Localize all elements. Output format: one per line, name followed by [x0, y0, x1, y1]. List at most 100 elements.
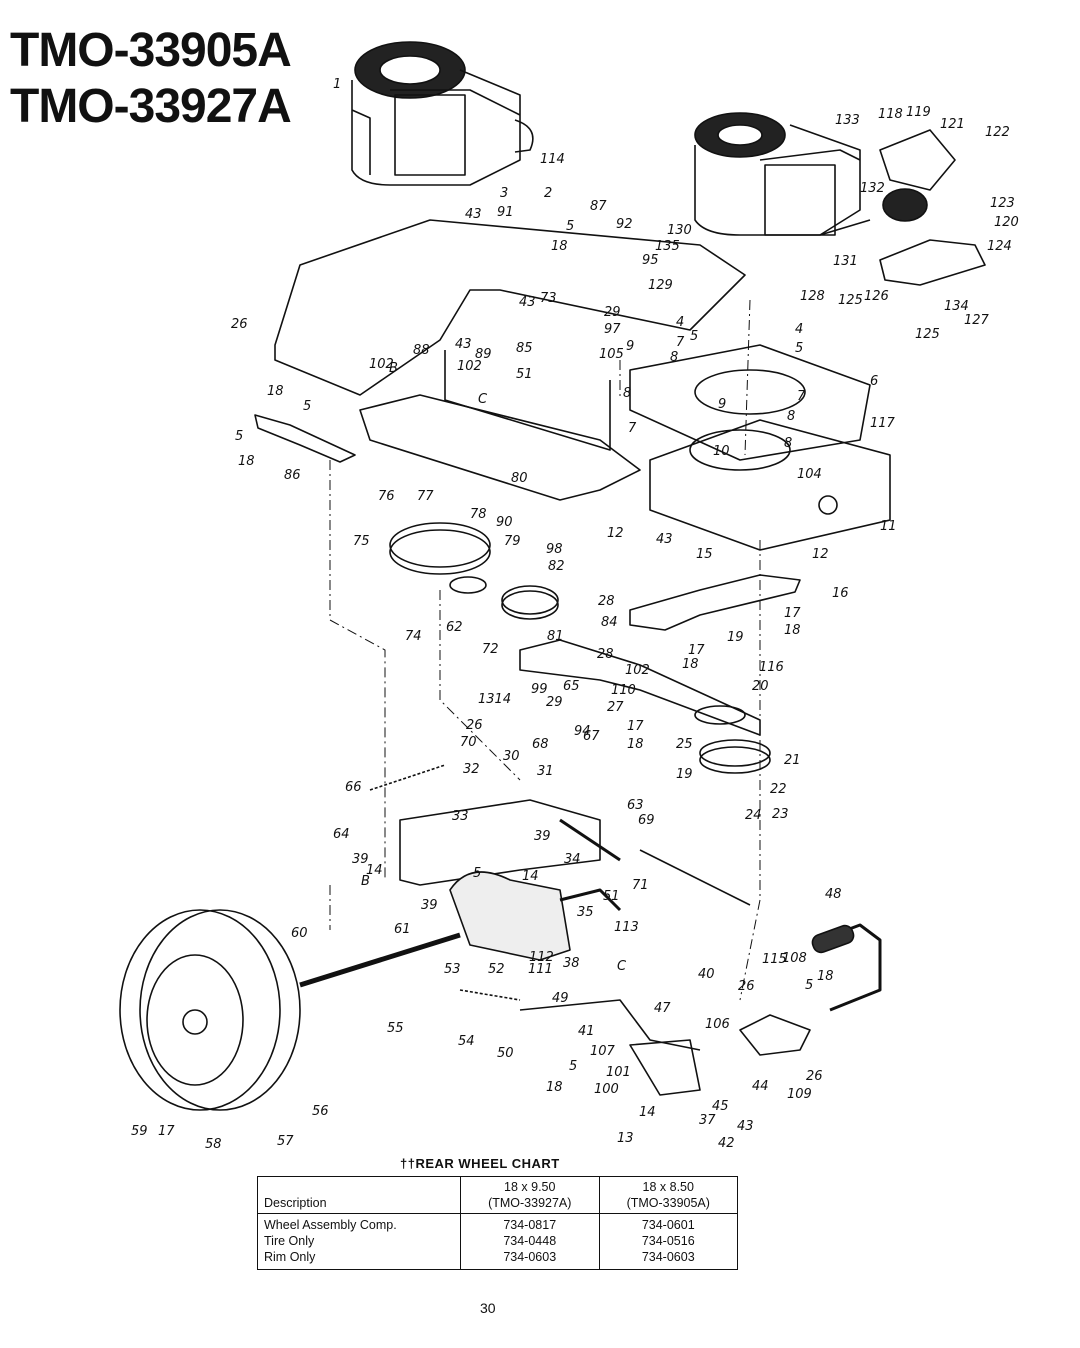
part-callout-81: 81: [547, 629, 564, 644]
engine-left: [351, 41, 534, 186]
part-callout-87: 87: [590, 199, 607, 214]
part-callout-95: 95: [642, 253, 659, 268]
blade: [254, 414, 356, 463]
part-callout-17: 17: [784, 606, 801, 621]
row-col2: 734-0516: [598, 1233, 738, 1249]
table-row: Rim Only 734-0603 734-0603: [257, 1249, 738, 1270]
row-col2: 734-0603: [598, 1249, 738, 1270]
engine-right: [694, 112, 861, 236]
part-callout-C: C: [478, 392, 488, 407]
table-header-row: Description 18 x 9.50 (TMO-33927A) 18 x …: [257, 1176, 738, 1214]
part-callout-18: 18: [817, 969, 834, 984]
part-callout-111: 111: [528, 962, 553, 977]
spring-54: [459, 989, 521, 1001]
part-callout-26: 26: [806, 1069, 823, 1084]
part-callout-63: 63: [627, 798, 644, 813]
part-callout-2: 2: [544, 186, 552, 201]
part-callout-73: 73: [540, 291, 557, 306]
part-callout-92: 92: [616, 217, 633, 232]
part-callout-121: 121: [940, 117, 965, 132]
part-callout-34: 34: [564, 852, 581, 867]
part-callout-18: 18: [682, 657, 699, 672]
part-callout-15: 15: [696, 547, 713, 562]
part-callout-135: 135: [655, 239, 680, 254]
part-callout-4: 4: [795, 322, 803, 337]
part-callout-12: 12: [812, 547, 829, 562]
part-callout-89: 89: [475, 347, 492, 362]
part-callout-51: 51: [516, 367, 533, 382]
part-callout-68: 68: [532, 737, 549, 752]
part-callout-6: 6: [870, 374, 878, 389]
part-callout-8: 8: [784, 436, 792, 451]
part-callout-59: 59: [131, 1124, 148, 1139]
transmission-bracket: [399, 799, 601, 886]
part-callout-112: 112: [529, 950, 554, 965]
part-callout-18: 18: [784, 623, 801, 638]
part-callout-7: 7: [628, 421, 637, 436]
part-callout-5: 5: [473, 866, 481, 881]
part-callout-128: 128: [800, 289, 825, 304]
table-row: Wheel Assembly Comp. 734-0817 734-0601: [257, 1213, 738, 1233]
part-callout-13: 13: [617, 1131, 634, 1146]
part-callout-17: 17: [688, 643, 705, 658]
row-description: Tire Only: [257, 1233, 461, 1249]
part-callout-18: 18: [551, 239, 568, 254]
part-callout-109: 109: [787, 1087, 812, 1102]
part-callout-55: 55: [387, 1021, 404, 1036]
part-callout-72: 72: [482, 642, 499, 657]
part-callout-76: 76: [378, 489, 395, 504]
row-description: Wheel Assembly Comp.: [257, 1213, 461, 1233]
cable-71: [639, 849, 751, 906]
shift-bracket: [629, 1039, 701, 1096]
shift-rod: [519, 999, 701, 1051]
part-callout-104: 104: [797, 467, 822, 482]
part-callout-125: 125: [915, 327, 940, 342]
part-callout-52: 52: [488, 962, 505, 977]
rear-wheel-chart-table: Description 18 x 9.50 (TMO-33927A) 18 x …: [257, 1176, 738, 1270]
part-callout-47: 47: [654, 1001, 671, 1016]
part-callout-74: 74: [405, 629, 422, 644]
part-callout-26: 26: [231, 317, 248, 332]
part-callout-56: 56: [312, 1104, 329, 1119]
header-col1-size: 18 x 9.50: [504, 1180, 556, 1194]
part-callout-102: 102: [457, 359, 482, 374]
part-callout-18: 18: [627, 737, 644, 752]
part-callout-80: 80: [511, 471, 528, 486]
part-callout-82: 82: [548, 559, 565, 574]
part-callout-9: 9: [718, 397, 726, 412]
part-callout-50: 50: [497, 1046, 514, 1061]
part-callout-61: 61: [394, 922, 411, 937]
part-callout-122: 122: [985, 125, 1010, 140]
part-callout-8: 8: [623, 386, 631, 401]
part-callout-106: 106: [705, 1017, 730, 1032]
part-callout-14: 14: [639, 1105, 656, 1120]
part-callout-31: 31: [537, 764, 554, 779]
part-callout-44: 44: [752, 1079, 769, 1094]
part-callout-129: 129: [648, 278, 673, 293]
row-col1: 734-0603: [460, 1249, 600, 1270]
part-callout-1: 1: [333, 77, 341, 92]
part-callout-127: 127: [964, 313, 990, 328]
part-callout-102: 102: [369, 357, 394, 372]
part-callout-105: 105: [599, 347, 624, 362]
model-title-2: TMO-33927A: [10, 80, 292, 133]
part-callout-70: 70: [460, 735, 477, 750]
part-callout-48: 48: [825, 887, 842, 902]
part-callout-43: 43: [519, 295, 536, 310]
part-callout-126: 126: [864, 289, 889, 304]
part-callout-30: 30: [503, 749, 520, 764]
part-callout-14: 14: [366, 863, 383, 878]
part-callout-35: 35: [577, 905, 594, 920]
part-callout-18: 18: [546, 1080, 563, 1095]
part-callout-5: 5: [805, 978, 813, 993]
part-callout-16: 16: [832, 586, 849, 601]
part-callout-21: 21: [784, 753, 801, 768]
part-callout-19: 19: [727, 630, 744, 645]
part-callout-130: 130: [667, 223, 692, 238]
part-callout-58: 58: [205, 1137, 222, 1150]
part-callout-5: 5: [690, 329, 698, 344]
model-title-1: TMO-33905A: [10, 24, 292, 77]
part-callout-18: 18: [238, 454, 255, 469]
part-callout-118: 118: [878, 107, 903, 122]
